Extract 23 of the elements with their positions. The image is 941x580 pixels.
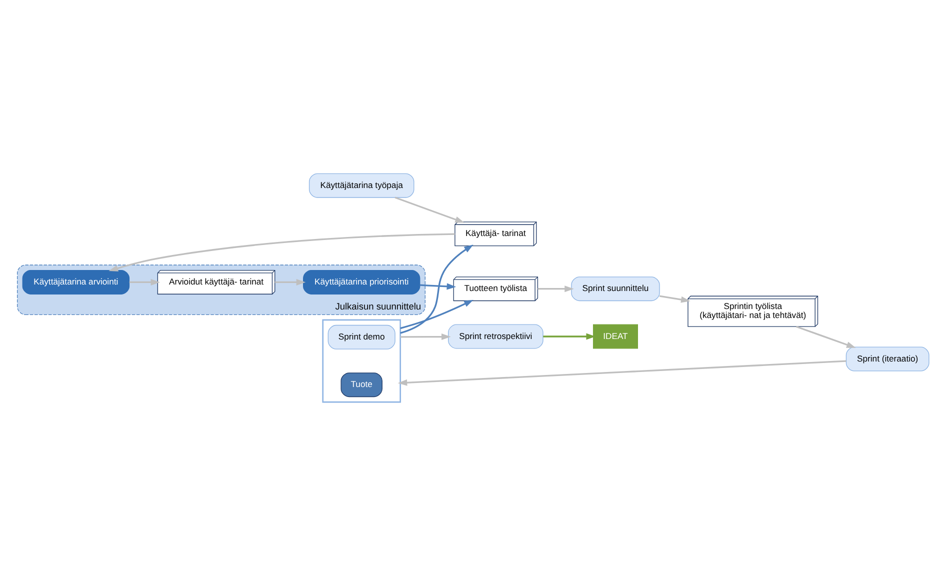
arrow: [400, 333, 451, 340]
node-box: Käyttäjätarina työpaja: [308, 172, 414, 198]
arrow: [400, 299, 474, 329]
arrow: [400, 244, 474, 334]
arrow: [108, 232, 455, 271]
arrow: [274, 278, 306, 285]
node-box: Käyttäjätarina priorisointi: [303, 269, 420, 294]
node-box: Käyttäjätarina arviointi: [22, 269, 130, 294]
node-box: IDEAT: [592, 324, 638, 348]
node-box: Sprint (iteraatio): [846, 346, 930, 371]
cluster: [322, 318, 401, 402]
arrow: [398, 360, 846, 386]
arrow: [543, 332, 596, 340]
node-box: Sprint retrospektiivi: [448, 324, 544, 348]
arrow: [394, 196, 464, 222]
arrow: [420, 282, 456, 290]
arrow: [538, 285, 574, 292]
arrow: [659, 294, 690, 302]
arrow: [129, 278, 160, 285]
node-box: Sprint demo: [328, 324, 396, 349]
node-box: Tuote: [340, 372, 382, 397]
arrow: [796, 325, 856, 348]
node-box: Sprint suunnittelu: [571, 276, 660, 301]
